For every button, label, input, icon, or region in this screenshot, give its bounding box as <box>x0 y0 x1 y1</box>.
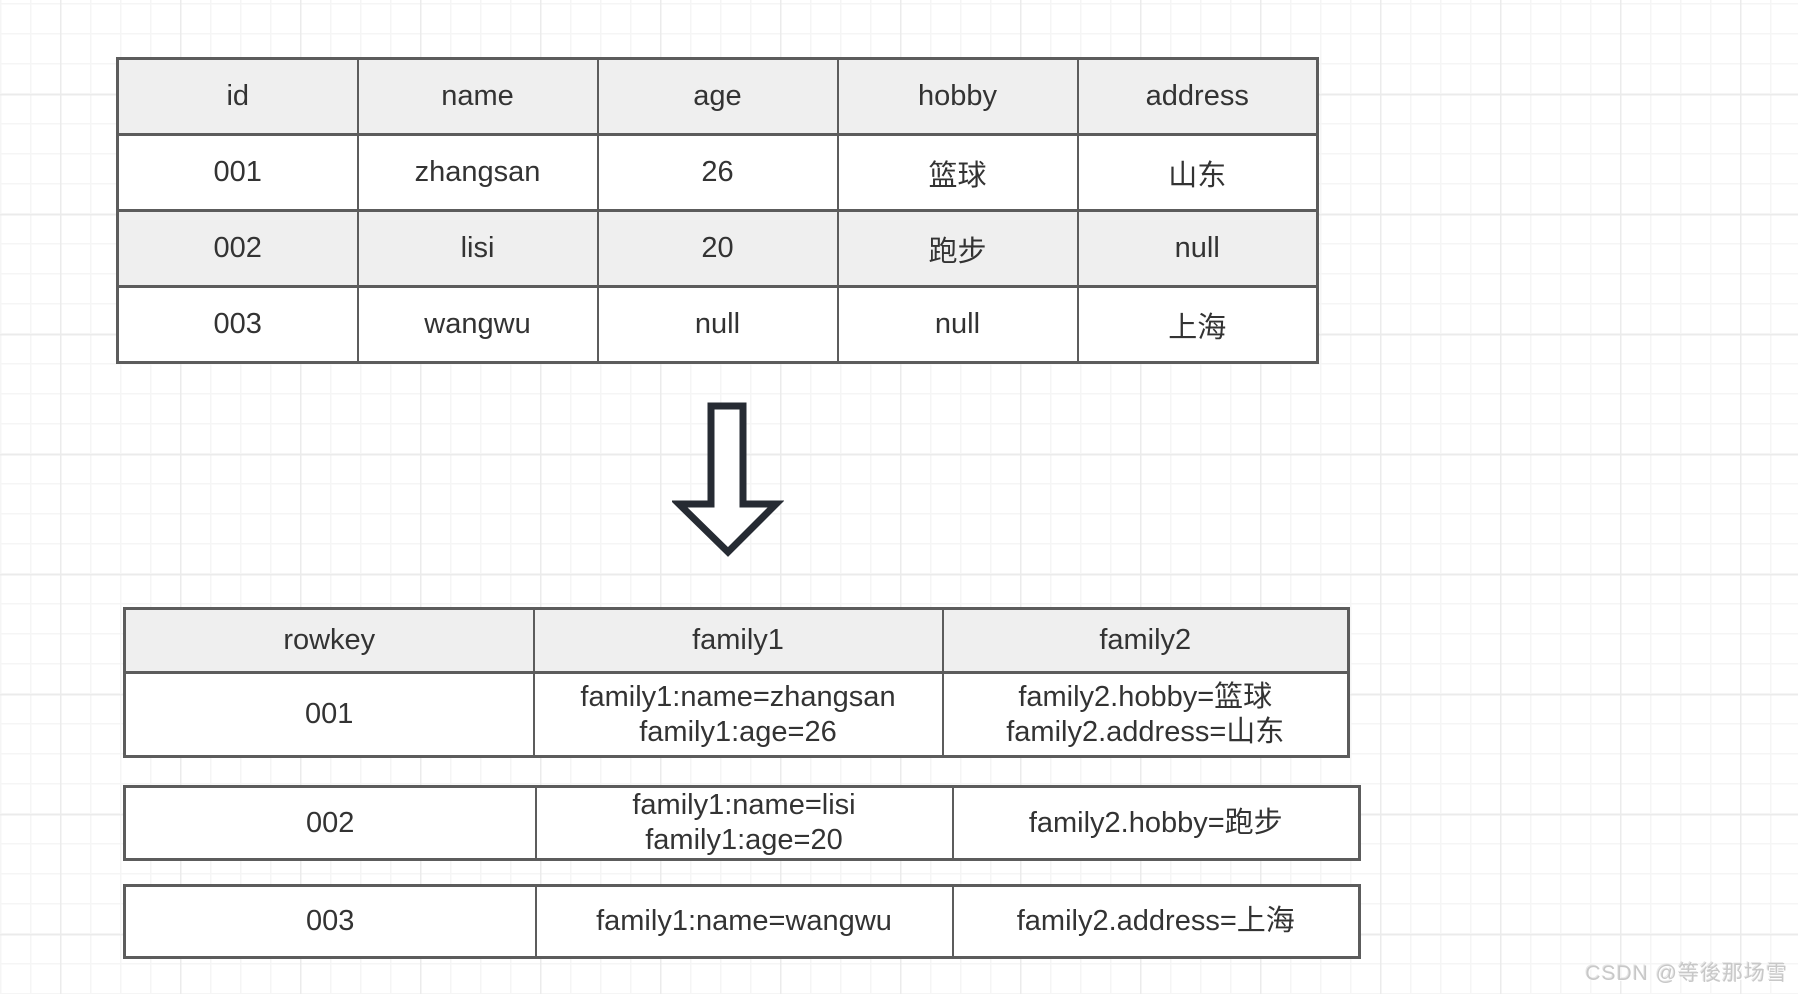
source-cell: 山东 <box>1076 133 1319 212</box>
source-cell: lisi <box>356 209 599 288</box>
hbase-row-003: 003 family1:name=wangwu family2.address=… <box>123 884 1361 959</box>
down-arrow-icon <box>672 402 784 557</box>
source-cell: null <box>836 285 1079 364</box>
source-header-name: name <box>356 57 599 136</box>
family2-cell: family2.address=上海 <box>951 884 1361 959</box>
hbase-header-family1: family1 <box>532 607 944 674</box>
hbase-table-header-block: rowkey family1 family2 001 family1:name=… <box>123 607 1350 758</box>
source-row-002: 002 lisi 20 跑步 null <box>116 209 1319 288</box>
rowkey-cell: 002 <box>123 785 537 861</box>
source-cell: wangwu <box>356 285 599 364</box>
source-header-hobby: hobby <box>836 57 1079 136</box>
family1-entry: family1:age=20 <box>645 824 843 856</box>
family1-entry: family1:name=zhangsan <box>580 680 896 713</box>
family1-entry: family1:name=lisi <box>632 789 856 822</box>
rowkey-cell: 001 <box>123 671 535 758</box>
source-header-row: id name age hobby address <box>116 57 1319 136</box>
hbase-row-003-block: 003 family1:name=wangwu family2.address=… <box>123 884 1361 959</box>
down-arrow-shape <box>672 402 784 557</box>
hbase-header-family2: family2 <box>941 607 1350 674</box>
hbase-row-002-block: 002 family1:name=lisi family1:age=20 fam… <box>123 785 1361 861</box>
source-cell: null <box>1076 209 1319 288</box>
source-header-id: id <box>116 57 359 136</box>
rowkey-cell: 003 <box>123 884 537 959</box>
family1-entry: family1:name=wangwu <box>596 905 892 937</box>
family1-cell: family1:name=zhangsan family1:age=26 <box>532 671 944 758</box>
family2-entry: family2.hobby=跑步 <box>1028 806 1283 839</box>
source-cell: 上海 <box>1076 285 1319 364</box>
source-cell: zhangsan <box>356 133 599 212</box>
source-cell: 003 <box>116 285 359 364</box>
family2-cell: family2.hobby=篮球 family2.address=山东 <box>941 671 1350 758</box>
hbase-header-row: rowkey family1 family2 <box>123 607 1350 674</box>
watermark: CSDN @等後那场雪 <box>1585 962 1788 985</box>
source-row-003: 003 wangwu null null 上海 <box>116 285 1319 364</box>
source-cell: 20 <box>596 209 839 288</box>
family1-entry: family1:age=26 <box>639 715 837 748</box>
source-row-001: 001 zhangsan 26 篮球 山东 <box>116 133 1319 212</box>
family1-cell: family1:name=wangwu <box>534 884 954 959</box>
source-table: id name age hobby address 001 zhangsan 2… <box>116 57 1319 364</box>
hbase-row-001: 001 family1:name=zhangsan family1:age=26… <box>123 671 1350 758</box>
family1-cell: family1:name=lisi family1:age=20 <box>534 785 954 861</box>
source-header-age: age <box>596 57 839 136</box>
source-cell: 001 <box>116 133 359 212</box>
source-cell: null <box>596 285 839 364</box>
source-cell: 篮球 <box>836 133 1079 212</box>
source-cell: 002 <box>116 209 359 288</box>
source-header-address: address <box>1076 57 1319 136</box>
source-cell: 26 <box>596 133 839 212</box>
family2-entry: family2.hobby=篮球 <box>1018 680 1273 713</box>
family2-entry: family2.address=上海 <box>1016 905 1295 937</box>
family2-cell: family2.hobby=跑步 <box>951 785 1361 861</box>
hbase-row-002: 002 family1:name=lisi family1:age=20 fam… <box>123 785 1361 861</box>
hbase-header-rowkey: rowkey <box>123 607 535 674</box>
source-cell: 跑步 <box>836 209 1079 288</box>
family2-entry: family2.address=山东 <box>1006 715 1285 748</box>
